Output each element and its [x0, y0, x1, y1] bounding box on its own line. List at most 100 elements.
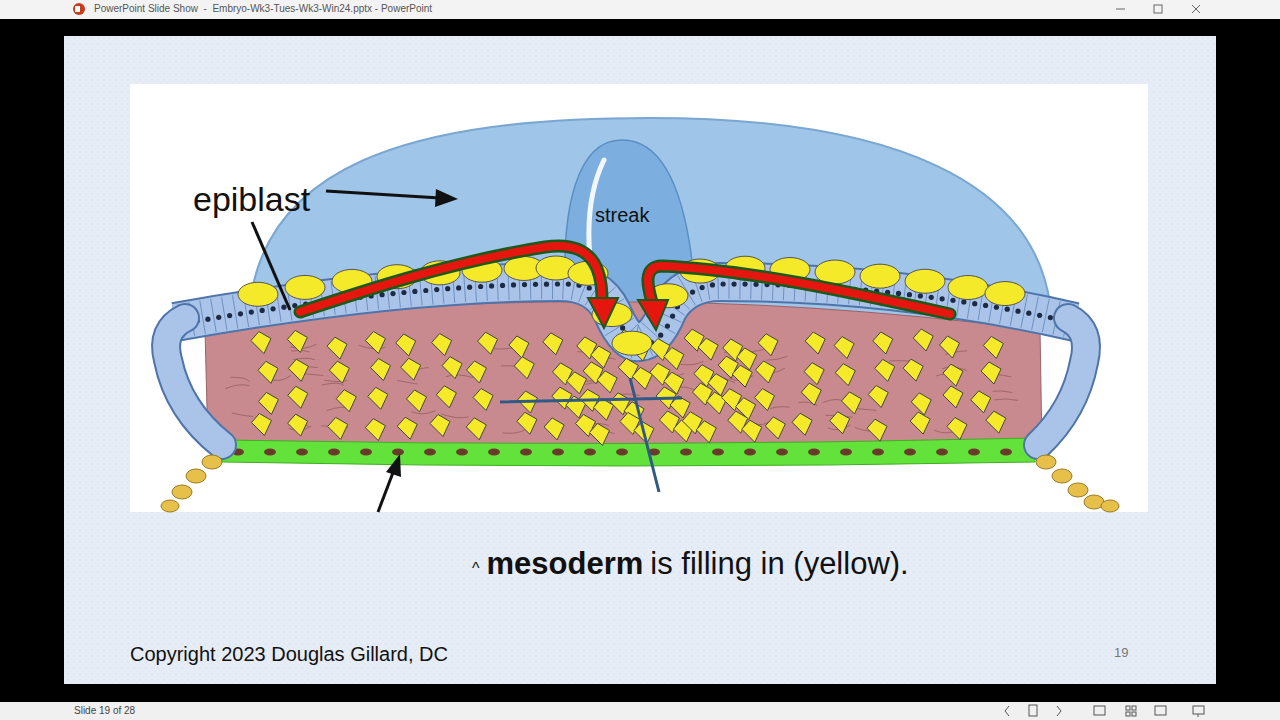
hypoblast-nucleus: [904, 449, 916, 456]
image-panel: [130, 84, 1148, 512]
cell-nucleus: [533, 282, 538, 287]
cell-nucleus: [700, 285, 705, 290]
cell-nucleus: [260, 308, 265, 313]
mesoderm-cell: [288, 359, 308, 381]
mesoderm-cell: [517, 412, 537, 434]
hypoblast-nucleus: [616, 449, 628, 456]
mesoderm-cell: [913, 329, 933, 351]
cell-nucleus: [238, 311, 243, 316]
status-icons: [1005, 705, 1204, 717]
cell-nucleus: [281, 305, 286, 310]
fibre: [681, 361, 704, 365]
mesoderm-layer: [205, 302, 1042, 448]
mesoderm-cell: [514, 357, 534, 379]
mesoderm-cell: [981, 362, 1001, 384]
cell-nucleus: [511, 282, 516, 287]
mesoderm-cell: [258, 392, 278, 414]
fibre: [446, 375, 473, 378]
mesoderm-cell: [432, 334, 452, 356]
epiblast-left-edge: [166, 318, 222, 445]
fibre: [232, 413, 253, 416]
fibre: [231, 377, 250, 381]
hypoblast-nucleus: [1000, 449, 1012, 456]
cell-nucleus: [500, 283, 505, 288]
cell-nucleus: [401, 290, 406, 295]
cell-nucleus: [270, 306, 275, 311]
cell-nucleus: [950, 298, 955, 303]
mesoderm-cell: [473, 388, 493, 410]
fibre: [411, 411, 435, 414]
close-icon: [1192, 5, 1200, 13]
slide-background: [64, 36, 1216, 684]
cell-nucleus: [983, 303, 988, 308]
mesoderm-cell: [466, 418, 486, 440]
mesoderm-cell: [632, 367, 652, 389]
mesoderm-cell: [940, 336, 960, 358]
mesoderm-cell: [430, 415, 450, 437]
mesoderm-cell: [442, 357, 462, 379]
cell-nucleus: [907, 292, 912, 297]
hypoblast-nuclei: [232, 449, 1012, 456]
migrating-cells: [238, 256, 1025, 355]
mesoderm-cell: [258, 361, 278, 383]
hypoblast-nucleus: [264, 449, 276, 456]
cell-border: [1042, 299, 1049, 332]
migrating-cell: [238, 282, 278, 306]
mesoderm-cell: [396, 334, 416, 356]
fibre: [322, 383, 344, 385]
hypoblast-nucleus: [328, 449, 340, 456]
mesoderm-cell: [841, 392, 861, 414]
status-text: Slide 19 of 28: [74, 705, 135, 717]
cell-nucleus: [412, 289, 417, 294]
mesoderm-cell: [566, 372, 586, 394]
mesoderm-cell: [397, 417, 417, 439]
mesoderm-cell: [875, 359, 895, 381]
mesoderm-cell: [742, 420, 762, 442]
mesoderm-cell: [804, 363, 824, 385]
cell-nucleus: [896, 291, 901, 296]
mesoderm-cell: [509, 336, 529, 358]
cell-nucleus: [972, 301, 977, 306]
cell-nucleus: [434, 287, 439, 292]
migrating-cell: [905, 269, 945, 293]
mesoderm-cell: [327, 337, 347, 359]
hypoblast-nucleus: [744, 449, 756, 456]
fibre: [502, 429, 525, 433]
cell-nucleus: [478, 284, 483, 289]
mesoderm-cell: [834, 337, 854, 359]
cell-nucleus: [1037, 313, 1042, 318]
fibre: [857, 409, 876, 411]
leader-lines: [252, 189, 458, 512]
cell-border: [222, 297, 227, 331]
mesoderm-cell: [696, 421, 716, 443]
slide-number: 19: [1114, 646, 1128, 661]
epiblast-right-edge-outline: [1038, 318, 1086, 445]
cell-nucleus: [555, 281, 560, 286]
cell-nucleus: [721, 281, 726, 286]
mesoderm-cell: [986, 411, 1006, 433]
epiblast-left-edge-outline: [166, 318, 222, 445]
mesoderm-cell: [792, 413, 812, 435]
cell-border: [232, 295, 237, 329]
cell-nucleus: [710, 282, 715, 287]
hypoblast-nucleus: [712, 449, 724, 456]
mesoderm-cell: [589, 423, 609, 445]
cell-nucleus: [445, 286, 450, 291]
cell-nucleus: [690, 290, 695, 295]
mesoderm-cell: [732, 365, 752, 387]
mesoderm-cell: [368, 387, 388, 409]
mesoderm-cell: [805, 332, 825, 354]
mesoderm-cell: [328, 417, 348, 439]
section-lines: [500, 378, 682, 492]
mesoderm-cell: [873, 332, 893, 354]
cell-nucleus: [658, 333, 663, 338]
mesoderm-cell: [543, 333, 563, 355]
cell-nucleus: [929, 295, 934, 300]
mesoderm-cell: [867, 419, 887, 441]
fibre: [993, 391, 1013, 393]
cell-nucleus: [1015, 309, 1020, 314]
mesoderm-cell: [251, 414, 271, 436]
hypoblast-nucleus: [872, 449, 884, 456]
mesoderm-cell: [911, 393, 931, 415]
